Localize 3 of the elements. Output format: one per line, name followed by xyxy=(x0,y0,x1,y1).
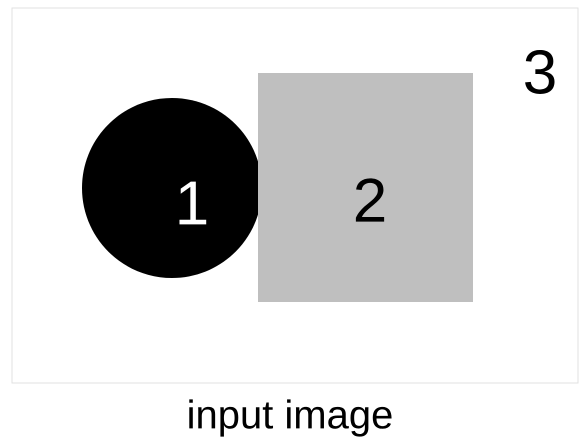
caption: input image xyxy=(189,399,392,437)
number-label: 3 xyxy=(525,50,555,94)
square: 2 xyxy=(258,73,473,302)
